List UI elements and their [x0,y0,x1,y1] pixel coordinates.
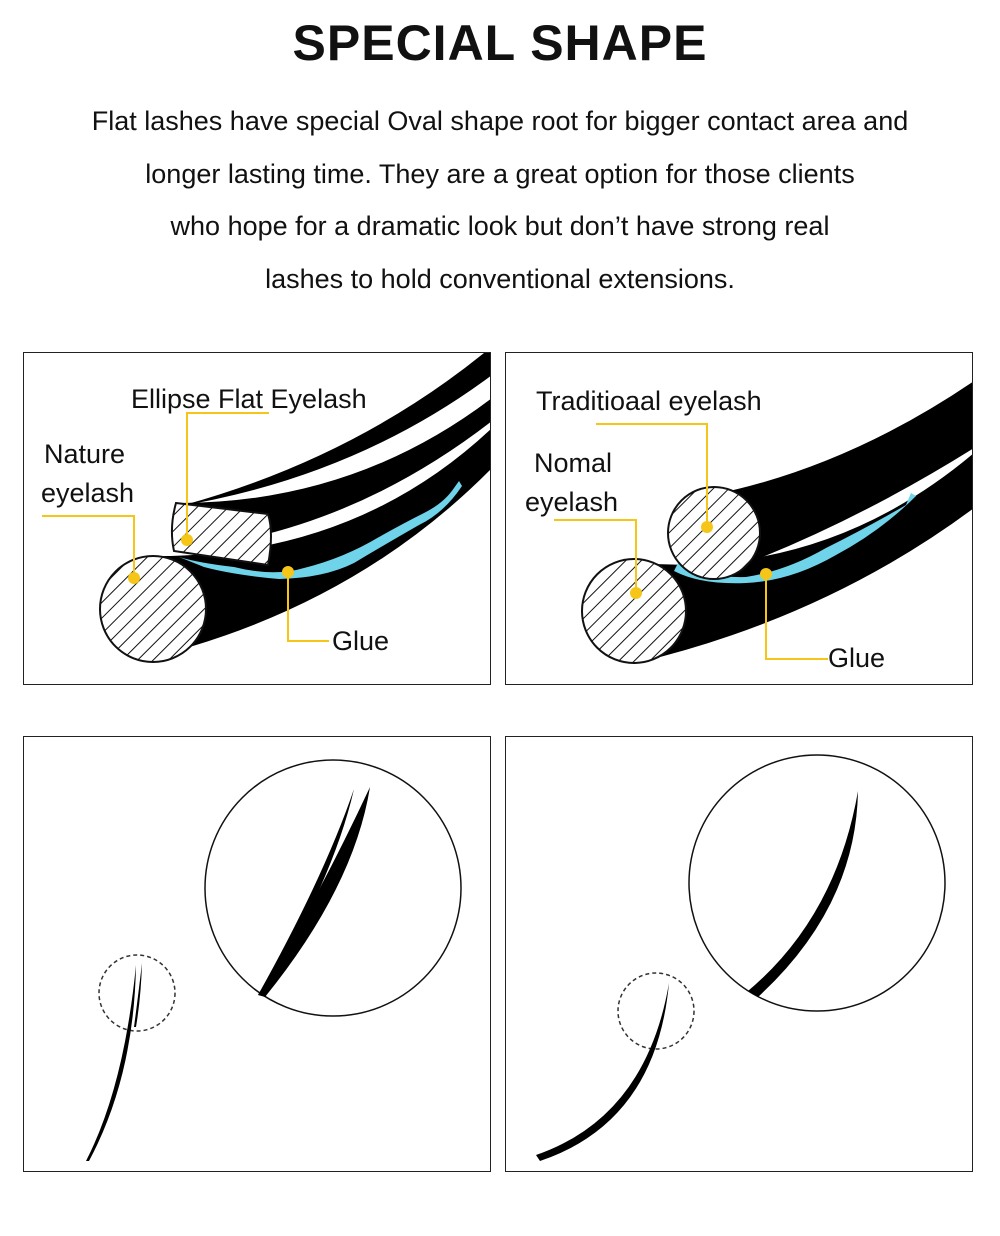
full-lash [536,983,669,1161]
description-line-3: who hope for a dramatic look but don’t h… [170,211,830,241]
traditional-lash-end [667,486,761,580]
focus-circle [98,954,176,1032]
glue-layer [179,481,462,579]
traditional-lash-diagram: Traditioaal eyelash Nomal eyelash Glue [525,382,972,673]
label-eyelash: eyelash [41,478,134,508]
description: Flat lashes have special Oval shape root… [0,95,1000,305]
flat-lash-cross-section-panel: Ellipse Flat Eyelash Nature eyelash Glue [23,352,491,685]
natural-lash-band [636,454,972,663]
callout-dot-flat [181,534,193,546]
label-eyelash: eyelash [525,487,618,517]
callout-line-normal [554,519,637,593]
callout-line-flat [186,412,269,540]
callout-dot-nature [128,572,140,584]
label-ellipse-flat-eyelash: Ellipse Flat Eyelash [131,384,367,414]
callout-line-glue [765,574,828,660]
focus-circle [617,972,695,1050]
label-normal: Nomal [534,448,612,478]
traditional-lash-tip-diagram [536,754,946,1161]
callout-line-traditional [596,423,708,527]
label-traditional-eyelash: Traditioaal eyelash [536,386,762,416]
callout-dot-glue [282,566,294,578]
flat-lash-tip-panel [23,736,491,1172]
callout-dot-traditional [701,521,713,533]
full-lash [86,965,136,1161]
label-glue: Glue [828,643,885,673]
callout-dot-normal [630,587,642,599]
label-nature: Nature [44,439,125,469]
traditional-lash-cross-section-panel: Traditioaal eyelash Nomal eyelash Glue [505,352,973,685]
traditional-lash-tip-panel [505,736,973,1172]
description-line-2: longer lasting time. They are a great op… [145,158,855,189]
natural-lash-end [581,558,687,664]
label-glue: Glue [332,626,389,656]
callout-dot-glue [760,568,772,580]
natural-lash-end [99,555,207,663]
flat-lash-tip-diagram [86,759,462,1161]
magnifier-circle [688,754,946,1012]
flat-lash-end [170,501,272,567]
natural-lash-band [149,429,490,658]
description-line-1: Flat lashes have special Oval shape root… [91,106,909,136]
page-title: SPECIAL SHAPE [292,15,708,71]
description-line-4: lashes to hold conventional extensions. [265,263,735,294]
flat-lash-diagram: Ellipse Flat Eyelash Nature eyelash Glue [41,353,490,663]
callout-line-nature [42,515,135,578]
callout-line-glue [287,572,329,642]
traditional-lash-band [711,382,972,575]
